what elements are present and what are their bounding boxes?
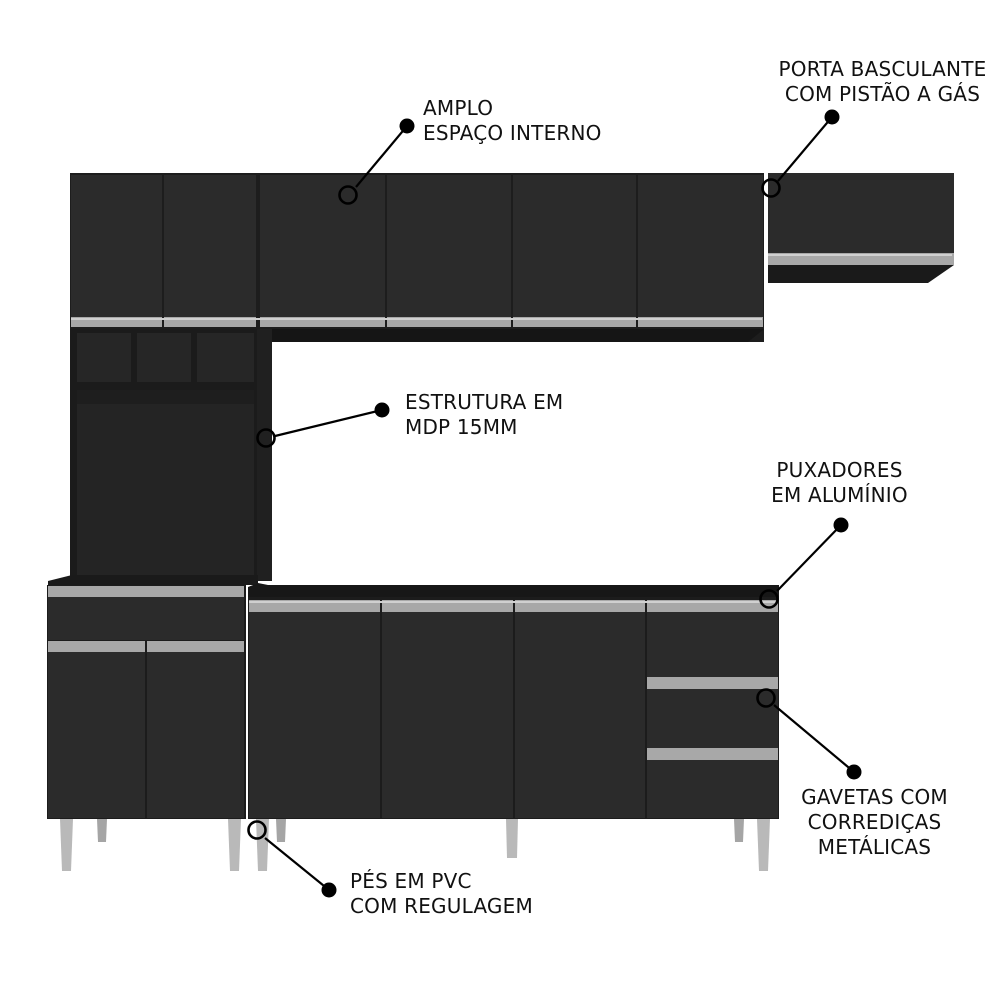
callout-amplo-line2: ESPAÇO INTERNO <box>423 121 602 145</box>
appliance-space <box>77 390 254 577</box>
leg-2 <box>97 819 107 842</box>
upper-door-1 <box>71 175 162 317</box>
callout-gavetas-line1: GAVETAS COM <box>801 785 948 809</box>
dot-gavetas <box>846 764 862 780</box>
upper-door-4 <box>387 175 511 317</box>
right-door-2 <box>382 612 513 818</box>
upper-handle-4 <box>387 317 511 327</box>
callout-estrutura-line2: MDP 15MM <box>405 415 518 439</box>
left-drawer-front <box>48 596 244 640</box>
callout-porta-line2: COM PISTÃO A GÁS <box>784 82 981 106</box>
target-pes <box>247 820 267 840</box>
dot-estrutura <box>374 402 390 418</box>
left-door-2-handle <box>147 641 244 652</box>
appliance-space-shadow <box>77 390 254 404</box>
upper-handle-2 <box>164 317 256 327</box>
drawer-3-handle <box>647 748 778 760</box>
flip-up-handle-highlight <box>768 254 952 256</box>
left-base-cabinet <box>47 575 258 819</box>
leader-gavetas <box>773 704 855 773</box>
callout-amplo-line1: AMPLO <box>423 96 494 120</box>
upper-handle-3 <box>260 317 385 327</box>
callout-pes-line1: PÉS EM PVC <box>350 869 472 893</box>
callout-gavetas: GAVETAS COM CORREDIÇAS METÁLICAS <box>792 785 957 860</box>
left-drawer-handle <box>48 586 244 597</box>
right-door-3 <box>515 612 645 818</box>
niche-1 <box>77 333 131 382</box>
callout-estrutura: ESTRUTURA EM MDP 15MM <box>405 390 563 440</box>
flip-up-bottom-edge <box>768 265 954 283</box>
tall-open-unit <box>70 329 272 581</box>
target-gavetas <box>756 688 776 708</box>
callout-amplo: AMPLO ESPAÇO INTERNO <box>423 96 602 146</box>
callout-estrutura-line1: ESTRUTURA EM <box>405 390 564 414</box>
leader-estrutura <box>274 408 383 438</box>
upper-handle-5 <box>513 317 636 327</box>
leader-puxadores <box>776 524 842 592</box>
callout-porta-line1: PORTA BASCULANTE <box>778 57 987 81</box>
drawer-2-handle <box>647 677 778 689</box>
target-porta <box>761 178 781 198</box>
leader-amplo <box>355 125 408 188</box>
drawer-1-front <box>647 612 778 677</box>
callout-puxadores-line2: EM ALUMÍNIO <box>771 483 908 507</box>
flip-up-cabinet <box>768 173 954 283</box>
callout-dots <box>321 109 862 898</box>
upper-cabinets <box>70 173 764 342</box>
dot-porta <box>824 109 840 125</box>
upper-door-2 <box>164 175 256 317</box>
leg-6 <box>506 819 518 858</box>
leader-pes <box>264 837 330 891</box>
callout-pes: PÉS EM PVC COM REGULAGEM <box>350 869 533 919</box>
right-door-1 <box>249 612 380 818</box>
leg-7 <box>734 819 744 842</box>
right-countertop <box>248 583 779 597</box>
upper-door-5 <box>513 175 636 317</box>
callout-gavetas-line2: CORREDIÇAS <box>807 810 942 834</box>
legs <box>60 819 770 871</box>
upper-handle-6 <box>638 317 763 327</box>
left-countertop <box>48 575 258 585</box>
right-handle-highlight <box>249 601 777 603</box>
target-amplo <box>338 185 358 205</box>
leg-1 <box>60 819 73 871</box>
dot-puxadores <box>833 517 849 533</box>
callout-puxadores-line1: PUXADORES <box>776 458 903 482</box>
left-door-1 <box>48 652 145 818</box>
left-door-1-handle <box>48 641 145 652</box>
callout-pes-line2: COM REGULAGEM <box>350 894 533 918</box>
callout-gavetas-line3: METÁLICAS <box>817 835 932 859</box>
callout-leaders <box>247 116 855 891</box>
drawer-3-front <box>647 760 778 818</box>
niche-2 <box>137 333 191 382</box>
callout-porta: PORTA BASCULANTE COM PISTÃO A GÁS <box>770 57 995 107</box>
target-estrutura <box>256 428 276 448</box>
upper-handles <box>71 317 763 327</box>
leader-porta <box>777 116 833 182</box>
upper-handle-highlight <box>71 318 762 320</box>
tall-unit-side-panel <box>257 329 272 581</box>
niche-3 <box>197 333 254 382</box>
leg-8 <box>757 819 770 871</box>
leg-5 <box>276 819 286 842</box>
drawer-2-front <box>647 689 778 748</box>
upper-door-3 <box>260 175 385 317</box>
leg-4 <box>256 819 269 871</box>
right-base-cabinet <box>248 583 779 819</box>
dot-amplo <box>399 118 415 134</box>
upper-cabinet-bottom-edge <box>256 329 764 342</box>
leg-3 <box>228 819 241 871</box>
upper-handle-1 <box>71 317 162 327</box>
flip-up-door <box>768 173 954 253</box>
upper-door-6 <box>638 175 763 317</box>
target-puxadores <box>759 589 779 609</box>
left-door-2 <box>147 652 244 818</box>
callout-puxadores: PUXADORES EM ALUMÍNIO <box>752 458 927 508</box>
dot-pes <box>321 882 337 898</box>
